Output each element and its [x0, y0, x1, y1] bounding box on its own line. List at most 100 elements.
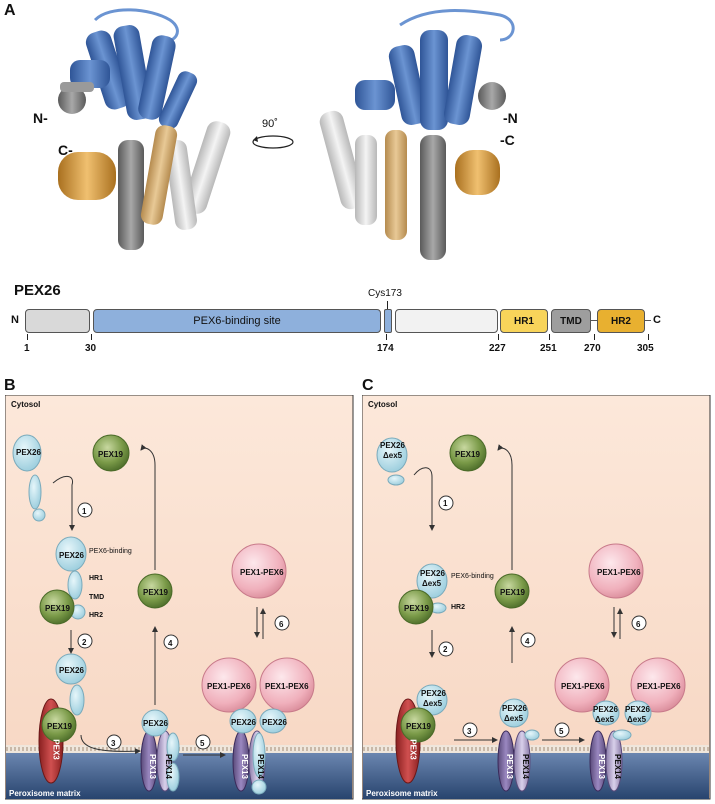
domain-segment-n-terminal [25, 309, 90, 333]
domain-map-protein-name: PEX26 [14, 282, 61, 299]
left-c-terminus-label: C- [58, 142, 73, 158]
panel-a-letter: A [4, 2, 16, 19]
domain-segment-hr2: HR2 [597, 309, 645, 333]
c-pex1-pex6-free: PEX1-PEX6 [597, 568, 641, 577]
c-step-4: 4 [525, 637, 530, 646]
c-pex19-released: PEX19 [500, 588, 525, 597]
tick [549, 334, 550, 340]
b-hr1: HR1 [89, 575, 104, 582]
domain-n-terminus: N [11, 314, 19, 326]
c-pex1-pex6-right: PEX1-PEX6 [637, 682, 681, 691]
c-pex26-bound-right-a: PEX26 [625, 705, 650, 714]
c-pex26-free-a: PEX26 [380, 441, 405, 450]
c-pex26-docking-b: Δex5 [423, 699, 443, 708]
b-pex14: PEX14 [163, 754, 173, 779]
b-pex1-pex6-right: PEX1-PEX6 [265, 682, 309, 691]
b-pex19-free: PEX19 [98, 450, 123, 459]
domain-segment-pex6-binding: PEX6-binding site [93, 309, 381, 333]
c-pex26-bound-right-b: Δex5 [627, 715, 647, 724]
right-c-terminus-label: -C [500, 132, 515, 148]
position-label: 1 [24, 343, 30, 354]
c-pex26-membrane-a: PEX26 [502, 704, 527, 713]
position-label: 227 [489, 343, 506, 354]
domain-connector-c [645, 320, 651, 321]
structure-left-view [58, 8, 231, 250]
c-cytosol-label: Cytosol [368, 400, 398, 409]
tick [648, 334, 649, 340]
rotation-label: 90˚ [262, 118, 278, 130]
tick [386, 334, 387, 340]
b-pex19-complex: PEX19 [45, 604, 70, 613]
c-pex26-complex-b: Δex5 [422, 579, 442, 588]
b-step-4: 4 [168, 639, 173, 648]
cys-label: Cys173 [368, 288, 402, 299]
c-pex1-pex6-left: PEX1-PEX6 [561, 682, 605, 691]
c-pex26-complex-a: PEX26 [420, 569, 445, 578]
domain-segment-tmd: TMD [551, 309, 591, 333]
tick [498, 334, 499, 340]
structure-right-view [319, 9, 515, 260]
b-step-1: 1 [82, 507, 87, 516]
b-pex26-complex: PEX26 [59, 551, 84, 560]
b-step-6: 6 [279, 620, 284, 629]
domain-segment-cys [384, 309, 392, 333]
rotation-arrow [252, 135, 294, 149]
c-pex19-free: PEX19 [455, 450, 480, 459]
b-matrix-label: Peroxisome matrix [9, 789, 81, 798]
c-pex19-docking: PEX19 [406, 722, 431, 731]
tick [594, 334, 595, 340]
c-pex26-bound-left-a: PEX26 [593, 705, 618, 714]
panel-c-letter: C [362, 377, 374, 394]
domain-segment-hr1: HR1 [500, 309, 548, 333]
c-pex26-membrane-b: Δex5 [504, 714, 524, 723]
c-pex14-2: PEX14 [612, 754, 622, 779]
c-pex13: PEX13 [504, 754, 514, 779]
b-cytosol-label: Cytosol [11, 400, 41, 409]
c-step-3: 3 [467, 727, 472, 736]
domain-segment-linker [395, 309, 498, 333]
b-step-5: 5 [200, 739, 205, 748]
c-pex26-bound-left-b: Δex5 [595, 715, 615, 724]
b-pex13-2: PEX13 [239, 754, 249, 779]
c-hr2: HR2 [451, 604, 466, 611]
b-pex1-pex6-free: PEX1-PEX6 [240, 568, 284, 577]
b-pex13: PEX13 [147, 754, 157, 779]
tick [27, 334, 28, 340]
cys-marker [387, 301, 388, 310]
c-pex26-free-b: Δex5 [383, 451, 403, 460]
right-n-terminus-label: -N [503, 110, 518, 126]
c-pex3: PEX3 [408, 739, 418, 760]
c-pex14: PEX14 [520, 754, 530, 779]
position-label: 174 [377, 343, 394, 354]
b-pex26-docking: PEX26 [59, 666, 84, 675]
b-pex26-bound-right: PEX26 [262, 718, 287, 727]
b-pex1-pex6-left: PEX1-PEX6 [207, 682, 251, 691]
b-pex26-free: PEX26 [16, 448, 41, 457]
b-pex19-released: PEX19 [143, 588, 168, 597]
b-pex3: PEX3 [51, 739, 61, 760]
b-step-2: 2 [82, 638, 87, 647]
c-pex26-docking-a: PEX26 [421, 689, 446, 698]
b-pex6-binding: PEX6-binding [89, 548, 132, 555]
b-pex19-docking: PEX19 [47, 722, 72, 731]
position-label: 251 [540, 343, 557, 354]
domain-c-terminus: C [653, 314, 661, 326]
domain-connector [591, 320, 597, 321]
b-step-3: 3 [111, 739, 116, 748]
position-label: 305 [637, 343, 654, 354]
position-label: 30 [85, 343, 97, 354]
c-step-2: 2 [443, 645, 448, 654]
c-step-1: 1 [443, 499, 448, 508]
b-hr2: HR2 [89, 612, 104, 619]
c-step-6: 6 [636, 620, 641, 629]
panel-b-letter: B [4, 377, 16, 394]
panel-c-diagram [362, 395, 711, 800]
b-pex26-bound-left: PEX26 [231, 718, 256, 727]
left-n-terminus-label: N- [33, 110, 48, 126]
c-pex13-2: PEX13 [596, 754, 606, 779]
tick [91, 334, 92, 340]
c-matrix-label: Peroxisome matrix [366, 789, 438, 798]
c-step-5: 5 [559, 727, 564, 736]
b-pex14-2: PEX14 [255, 754, 265, 779]
b-pex26-membrane: PEX26 [143, 719, 168, 728]
